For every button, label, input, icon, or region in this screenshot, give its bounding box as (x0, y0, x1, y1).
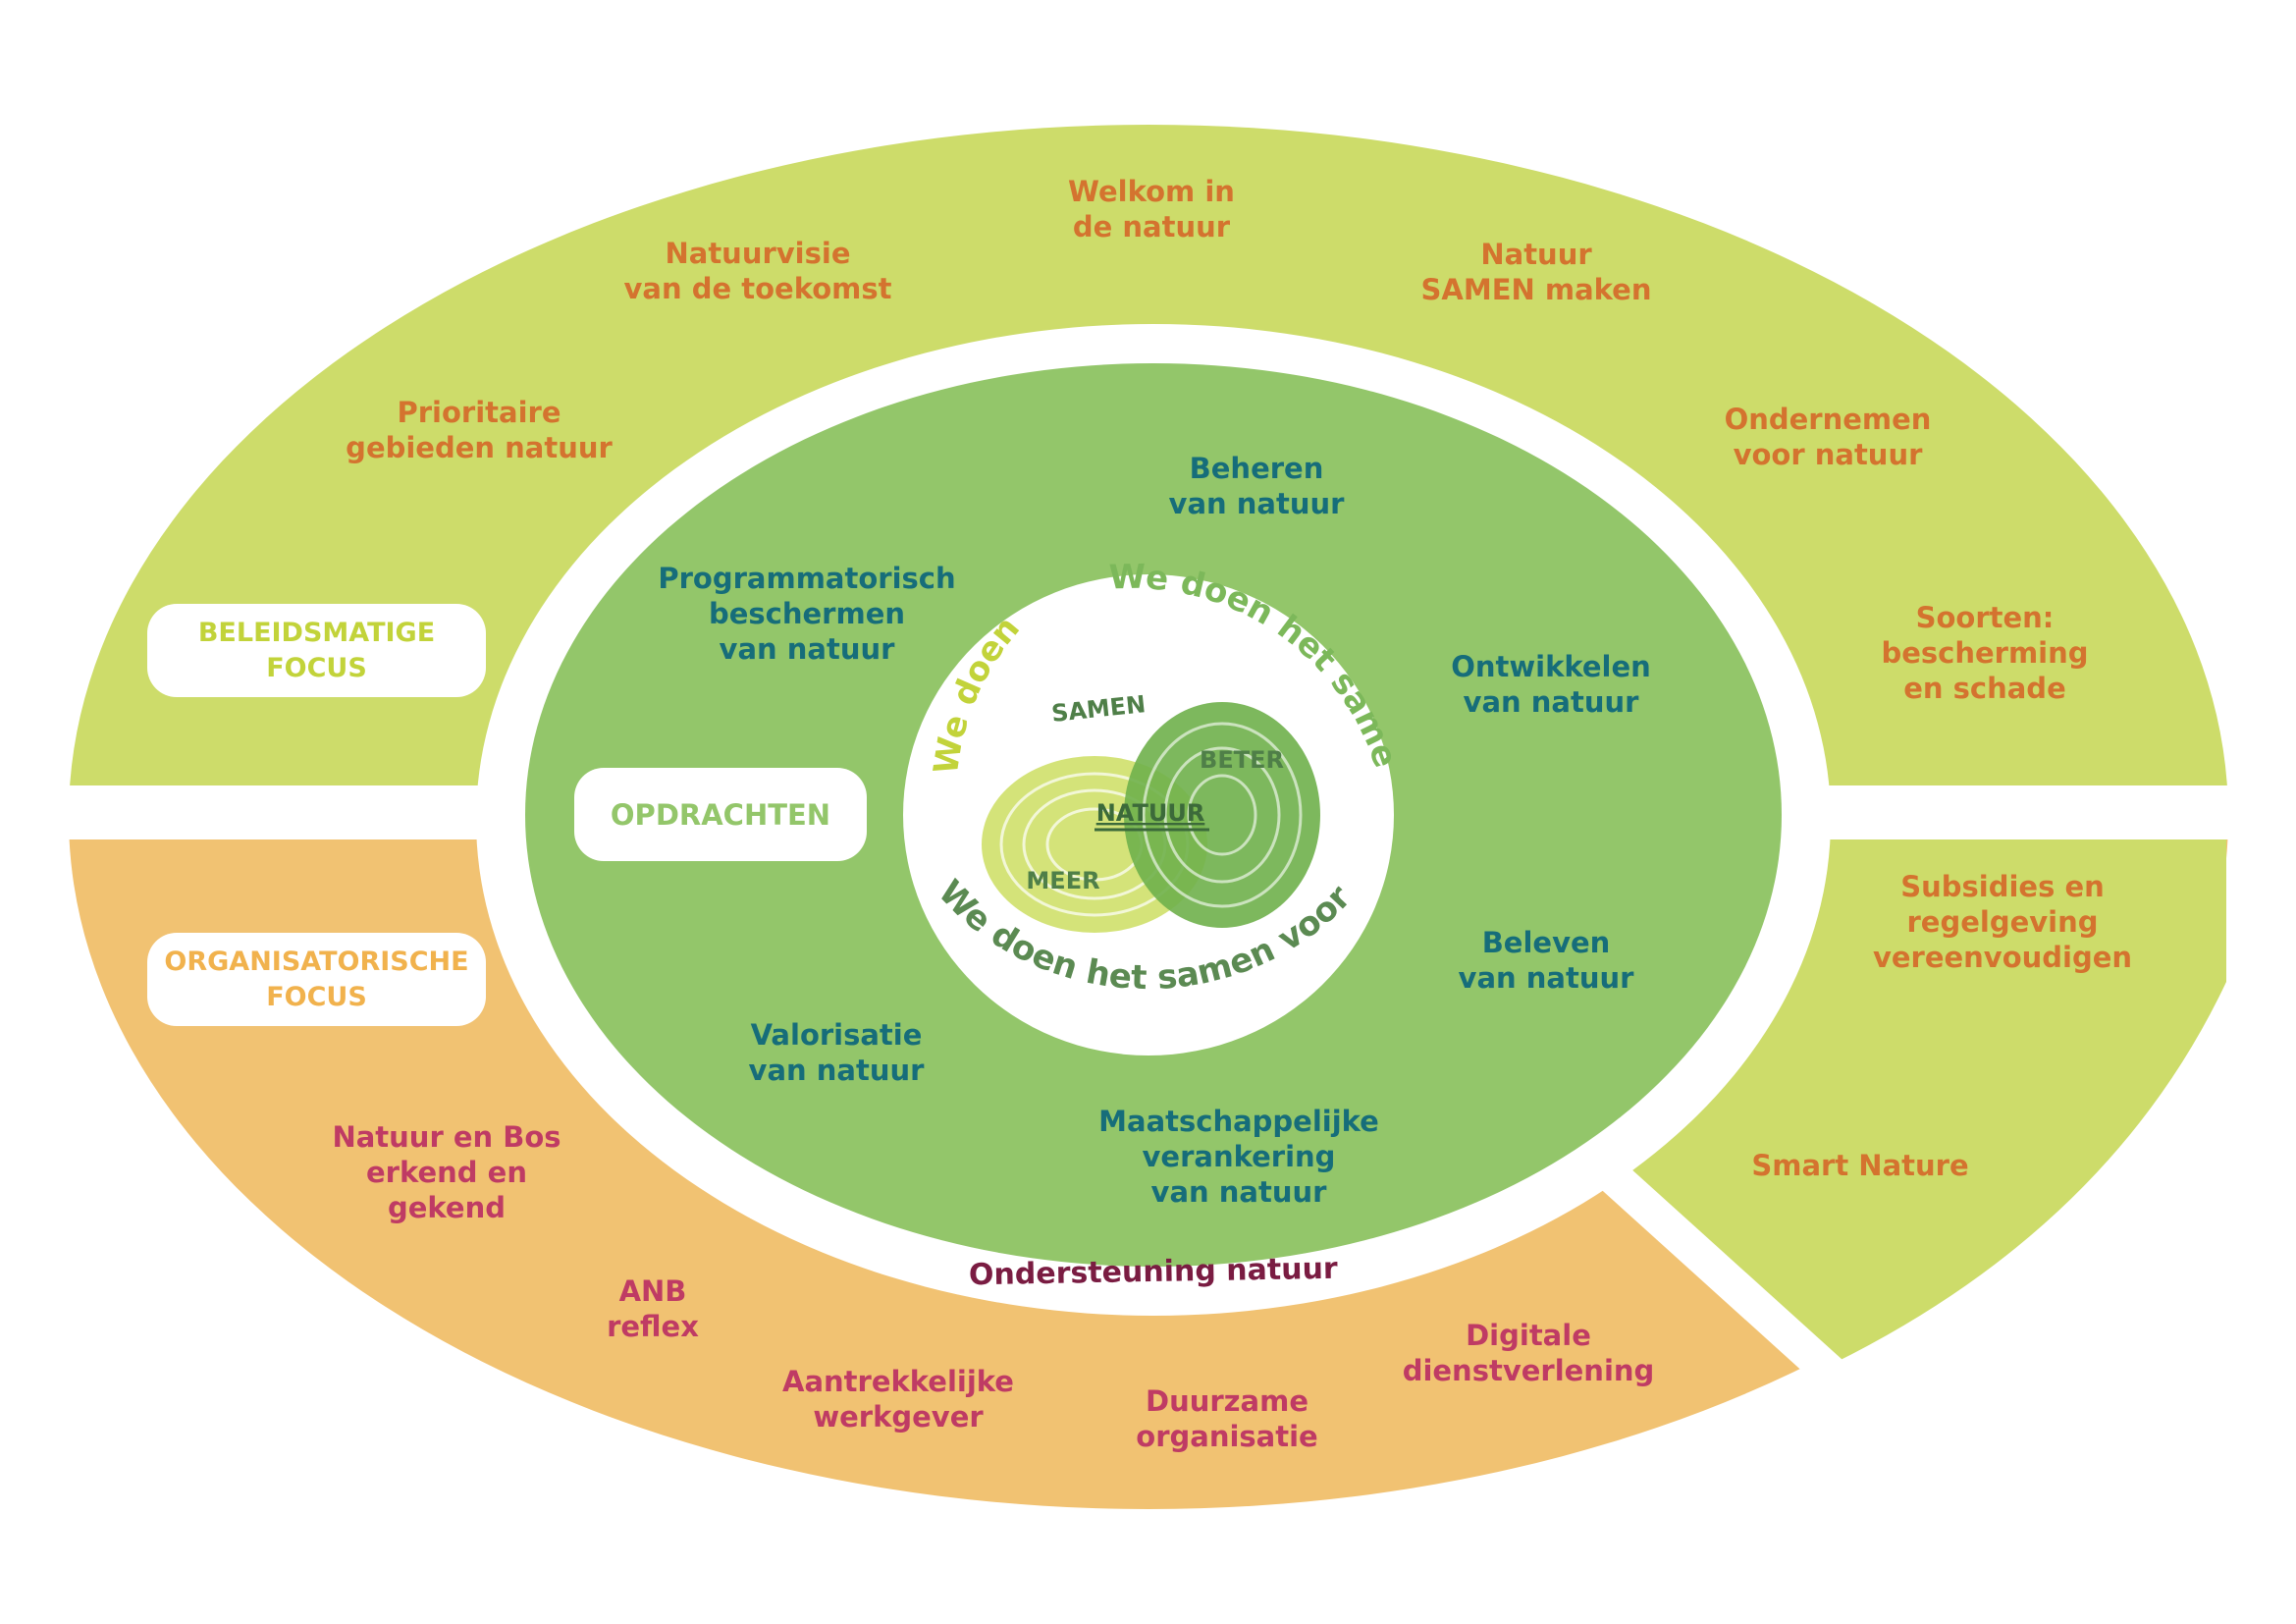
support-label: Ondersteuning natuur (969, 1252, 1339, 1293)
policy-item: Natuurvisie van de toekomst (623, 237, 892, 305)
policy-item: Smart Nature (1751, 1149, 1969, 1182)
mission-item: Programmatorisch beschermen van natuur (658, 562, 956, 666)
policy-focus-box: BELEIDSMATIGE FOCUS (147, 604, 486, 697)
policy-item: Subsidies en regelgeving vereenvoudigen (1872, 870, 2133, 974)
core-word-meer: MEER (1026, 867, 1099, 894)
tree-ring-logo-icon (982, 702, 1320, 933)
org-item: ANB reflex (607, 1274, 699, 1343)
org-item: Digitale dienstverlening (1402, 1319, 1655, 1387)
opdrachten-label: OPDRACHTEN (610, 797, 831, 832)
policy-item: Ondernemen voor natuur (1724, 403, 1932, 471)
policy-item: Natuur SAMEN maken (1420, 238, 1652, 306)
opdrachten-box: OPDRACHTEN (574, 768, 867, 861)
mission-item: Ontwikkelen van natuur (1451, 650, 1651, 719)
policy-item: Welkom in de natuur (1068, 175, 1235, 244)
policy-focus-label: BELEIDSMATIGE FOCUS (197, 617, 436, 683)
org-item: Duurzame organisatie (1136, 1384, 1318, 1453)
policy-item: Soorten: bescherming en schade (1881, 601, 2089, 705)
mission-item: Beheren van natuur (1168, 452, 1345, 520)
mission-item: Beleven van natuur (1458, 926, 1634, 995)
org-item: Natuur en Bos erkend en gekend (332, 1120, 561, 1224)
core-word-natuur: NATUUR (1096, 799, 1205, 827)
policy-item: Prioritaire gebieden natuur (346, 396, 613, 464)
org-focus-label: ORGANISATORISCHE FOCUS (164, 946, 469, 1012)
core-word-beter: BETER (1200, 746, 1284, 774)
org-item: Aantrekkelijke werkgever (782, 1365, 1014, 1434)
org-focus-box: ORGANISATORISCHE FOCUS (147, 933, 486, 1026)
mission-item: Maatschappelijke verankering van natuur (1098, 1105, 1379, 1209)
mission-item: Valorisatie van natuur (748, 1018, 925, 1087)
